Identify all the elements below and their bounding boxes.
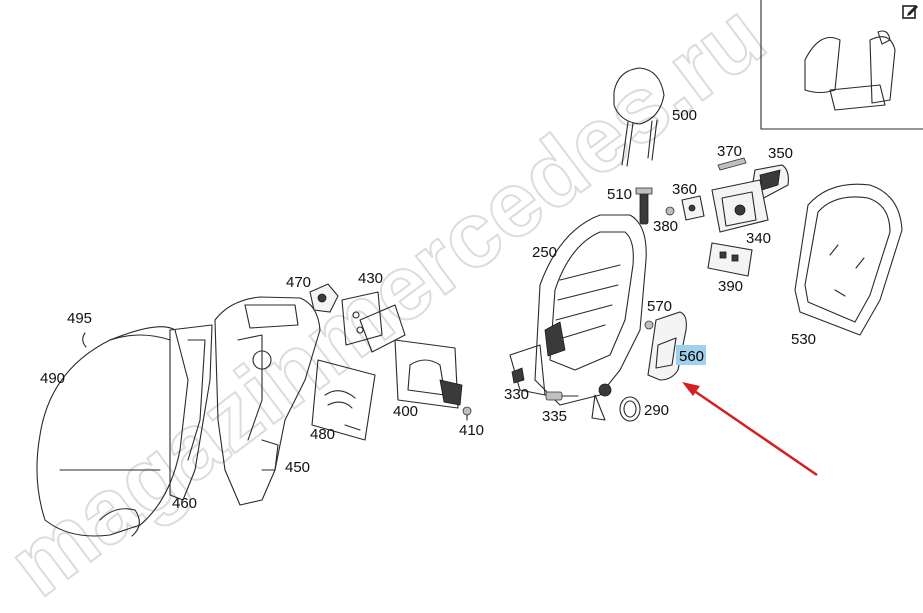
callout-470[interactable]: 470 — [286, 274, 311, 291]
part-470-motor[interactable] — [309, 283, 339, 313]
edit-icon[interactable] — [901, 2, 919, 20]
callout-495[interactable]: 495 — [67, 310, 92, 327]
callout-510[interactable]: 510 — [607, 186, 632, 203]
callout-490[interactable]: 490 — [40, 370, 65, 387]
callout-560-highlight — [676, 345, 706, 365]
part-570-nut[interactable] — [644, 320, 654, 330]
callout-460[interactable]: 460 — [172, 495, 197, 512]
callout-350[interactable]: 350 — [768, 145, 793, 162]
callout-430[interactable]: 430 — [358, 270, 383, 287]
callout-380[interactable]: 380 — [653, 218, 678, 235]
callout-480[interactable]: 480 — [310, 426, 335, 443]
part-410-screw[interactable] — [462, 406, 472, 421]
part-460-cover[interactable] — [169, 324, 213, 501]
callout-560[interactable]: 560 — [679, 348, 704, 365]
part-250-backrest-frame[interactable] — [509, 214, 647, 421]
part-360-bracket[interactable] — [681, 195, 705, 221]
part-400-module[interactable] — [394, 339, 463, 409]
part-370-strip[interactable] — [717, 157, 747, 171]
callout-400[interactable]: 400 — [393, 403, 418, 420]
callout-labels: 495 490 460 470 430 480 450 400 410 500 … — [40, 107, 816, 512]
part-390-module[interactable] — [707, 242, 753, 277]
highlight-arrow — [682, 382, 818, 477]
callout-290[interactable]: 290 — [644, 402, 669, 419]
part-340-housing[interactable] — [711, 179, 769, 233]
callout-530[interactable]: 530 — [791, 331, 816, 348]
callout-360[interactable]: 360 — [672, 181, 697, 198]
callout-410[interactable]: 410 — [459, 422, 484, 439]
callout-450[interactable]: 450 — [285, 459, 310, 476]
part-450-backrest-cover[interactable] — [214, 296, 321, 506]
callout-500[interactable]: 500 — [672, 107, 697, 124]
part-510-guide[interactable] — [635, 187, 653, 225]
part-530-rear-panel[interactable] — [794, 183, 903, 336]
part-430-bracket[interactable] — [341, 291, 406, 353]
callout-340[interactable]: 340 — [746, 230, 771, 247]
part-495-clip[interactable] — [82, 332, 87, 348]
part-380-screw[interactable] — [665, 206, 675, 216]
part-335-bolt[interactable] — [545, 391, 579, 401]
part-330-clip[interactable] — [511, 367, 525, 384]
callout-250[interactable]: 250 — [532, 244, 557, 261]
part-480-panel[interactable] — [311, 359, 376, 441]
part-500-headrest[interactable] — [613, 67, 665, 167]
callout-370[interactable]: 370 — [717, 143, 742, 160]
callout-570[interactable]: 570 — [647, 298, 672, 315]
callout-330[interactable]: 330 — [504, 386, 529, 403]
inset-overview — [760, 0, 923, 130]
callout-335[interactable]: 335 — [542, 408, 567, 425]
callout-390[interactable]: 390 — [718, 278, 743, 295]
part-290-ring[interactable] — [619, 396, 641, 422]
